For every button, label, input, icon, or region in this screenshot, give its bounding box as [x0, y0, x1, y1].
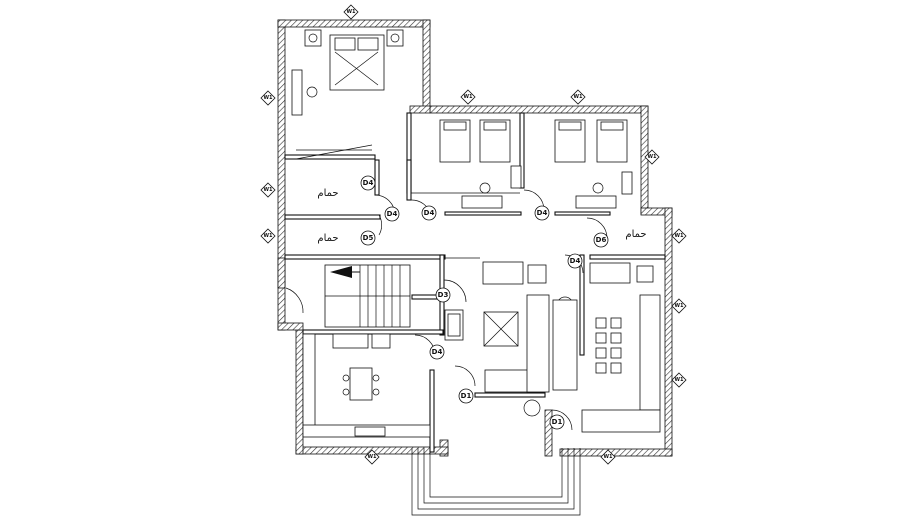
window-tag: W1: [260, 228, 276, 244]
door-tag: D1: [458, 388, 474, 404]
window-tag: W1: [600, 449, 616, 465]
svg-text:D3: D3: [438, 291, 449, 299]
door-tag: D4: [429, 344, 445, 360]
door-tag: D4: [567, 253, 583, 269]
svg-text:D4: D4: [424, 209, 435, 217]
living-furniture: [444, 261, 574, 417]
window-tag-group: W1 W1 W1 W1 W1 W1 W1 W1 W1 W1 W1 W1: [260, 4, 687, 465]
entrance-steps: [411, 448, 581, 516]
majlis-furniture: [552, 262, 661, 433]
window-tag: W1: [260, 90, 276, 106]
door-tag: D1: [549, 414, 565, 430]
bedroom-2-furniture: [439, 119, 522, 209]
window-tag: W1: [260, 182, 276, 198]
kitchen-furniture: [302, 333, 431, 438]
svg-text:W1: W1: [464, 94, 474, 100]
svg-text:W1: W1: [264, 233, 274, 239]
window-tag: W1: [644, 149, 660, 165]
door-tag: D6: [593, 232, 609, 248]
exterior-walls: [277, 19, 673, 457]
interior-walls: [284, 112, 666, 453]
window-tag: W1: [460, 89, 476, 105]
door-tag: D3: [435, 287, 451, 303]
svg-text:W1: W1: [368, 454, 378, 460]
svg-text:W1: W1: [675, 377, 685, 383]
bath-label-upper: حمام: [317, 188, 338, 199]
svg-text:W1: W1: [347, 9, 357, 15]
door-tag: D4: [360, 175, 376, 191]
bath-label-right: حمام: [625, 229, 646, 240]
window-tag: W1: [671, 298, 687, 314]
svg-text:W1: W1: [648, 154, 658, 160]
svg-text:D4: D4: [537, 209, 548, 217]
window-tag: W1: [671, 228, 687, 244]
window-tag: W1: [343, 4, 359, 20]
svg-text:W1: W1: [574, 94, 584, 100]
svg-text:D4: D4: [570, 257, 581, 265]
window-tag: W1: [671, 372, 687, 388]
door-tag: D5: [360, 230, 376, 246]
window-tag: W1: [364, 449, 380, 465]
staircase: [324, 264, 411, 328]
corridor-lines: [295, 144, 520, 259]
svg-text:D6: D6: [596, 236, 607, 244]
door-tag: D4: [421, 205, 437, 221]
svg-text:D4: D4: [387, 210, 398, 218]
master-bed: [291, 29, 404, 116]
svg-text:D4: D4: [363, 179, 374, 187]
svg-text:D5: D5: [363, 234, 374, 242]
svg-text:D1: D1: [461, 392, 472, 400]
svg-text:W1: W1: [675, 303, 685, 309]
svg-text:W1: W1: [675, 233, 685, 239]
door-tag-group: D4 D4 D4 D4 D5 D6 D4 D3 D4 D1 D1: [360, 175, 609, 430]
door-tag: D4: [534, 205, 550, 221]
window-tag: W1: [570, 89, 586, 105]
svg-text:W1: W1: [604, 454, 614, 460]
svg-text:W1: W1: [264, 95, 274, 101]
svg-text:D1: D1: [552, 418, 563, 426]
bath-label-lower: حمام: [317, 233, 338, 244]
svg-text:W1: W1: [264, 187, 274, 193]
door-tag: D4: [384, 206, 400, 222]
svg-text:D4: D4: [432, 348, 443, 356]
bedroom-3-furniture: [554, 119, 633, 209]
